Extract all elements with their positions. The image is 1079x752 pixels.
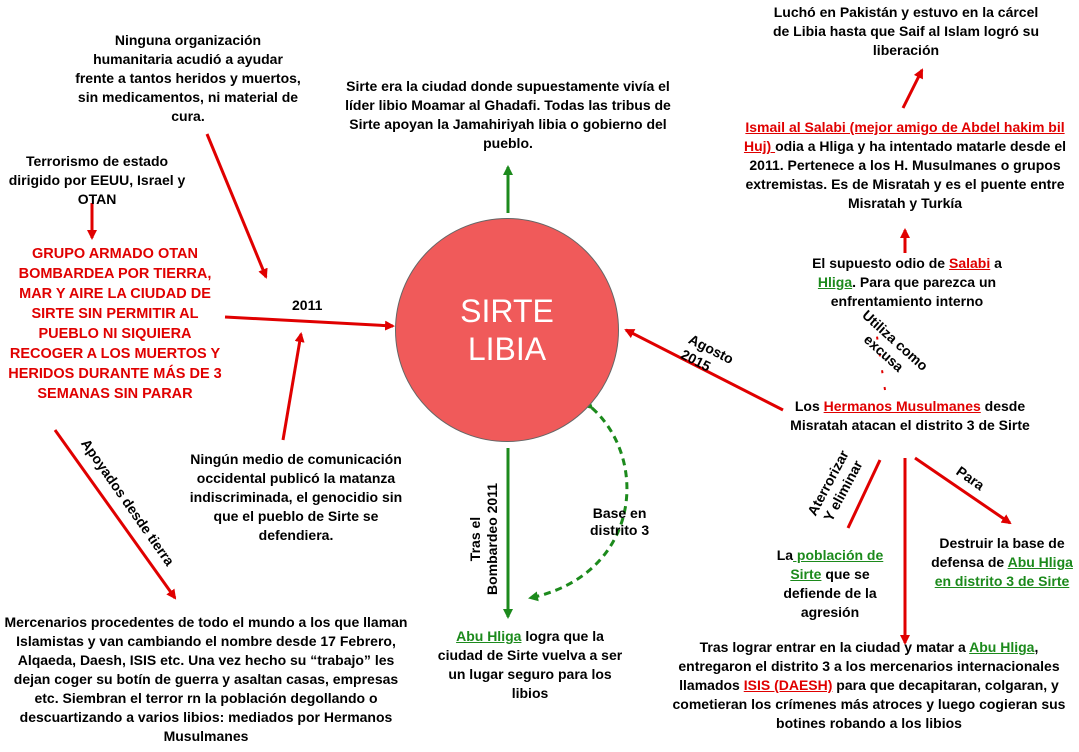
abu-hliga-distrito-link[interactable]: Abu Hliga en distrito 3 de Sirte [934,554,1073,589]
poblacion-link[interactable]: población de Sirte [790,547,884,582]
label-2011: 2011 [292,297,323,313]
destruir-node: Destruir la base de defensa de Abu Hliga… [931,535,1073,589]
abu-hliga-node: Abu Hliga logra que la ciudad de Sirte v… [437,628,623,701]
salabi-node: Ismail al Salabi (mejor amigo de Abdel h… [743,119,1067,211]
hermanos-musulmanes-node: Los Hermanos Musulmanes desde Misratah a… [790,398,1030,433]
hliga-short-link[interactable]: Hliga [817,274,853,290]
arrow-grupo-to-mercenarios [53,429,177,600]
arrow-ninguna-org-to-2011 [205,133,268,279]
salabi-link[interactable]: Ismail al Salabi (mejor amigo de Abdel h… [743,119,1065,154]
sirte-ciudad-node: Sirte era la ciudad donde supuestamente … [345,78,671,151]
terrorismo-node: Terrorismo de estado dirigido por EEUU, … [8,153,186,207]
abu-hliga-killed-link[interactable]: Abu Hliga [969,639,1035,655]
arrow-hermanos-to-sirte [624,328,784,412]
salabi-short-link[interactable]: Salabi [948,255,991,271]
poblacion-node: La población de Sirte que se defiende de… [776,547,884,620]
arrow-grupo-to-sirte [224,315,395,331]
center-title-line2: LIBIA [467,331,547,367]
label-base-distrito: Base en distrito 3 [590,505,650,538]
arrow-base-distrito-curve [528,398,629,602]
hermanos-link[interactable]: Hermanos Musulmanes [823,398,981,414]
tras-lograr-node: Tras lograr entrar en la ciudad y matar … [672,639,1066,731]
arrow-ningun-medio-to-2011 [281,332,305,441]
arrow-salabi-to-pakistan [901,68,924,109]
isis-link[interactable]: ISIS (DAESH) [743,677,833,693]
mercenarios-node: Mercenarios procedentes de todo el mundo… [4,614,408,744]
sirte-libia-node: SIRTE LIBIA [395,218,619,442]
ningun-medio-node: Ningún medio de comunicación occidental … [189,451,403,543]
arrow-hermanos-to-destruir [914,456,1012,525]
grupo-armado-node: GRUPO ARMADO OTAN BOMBARDEA POR TIERRA, … [8,246,222,402]
label-tras-bombardeo: Tras el Bombardeo 2011 [467,482,501,596]
abu-hliga-link[interactable]: Abu Hliga [456,628,522,644]
arrow-hermanos-to-poblacion [846,459,882,529]
center-title-line1: SIRTE [460,293,554,329]
pakistan-node: Luchó en Pakistán y estuvo en la cárcel … [772,4,1040,58]
odio-node: El supuesto odio de Salabi a Hliga. Para… [812,255,1002,309]
ninguna-organizacion-node: Ninguna organización humanitaria acudió … [75,32,301,124]
